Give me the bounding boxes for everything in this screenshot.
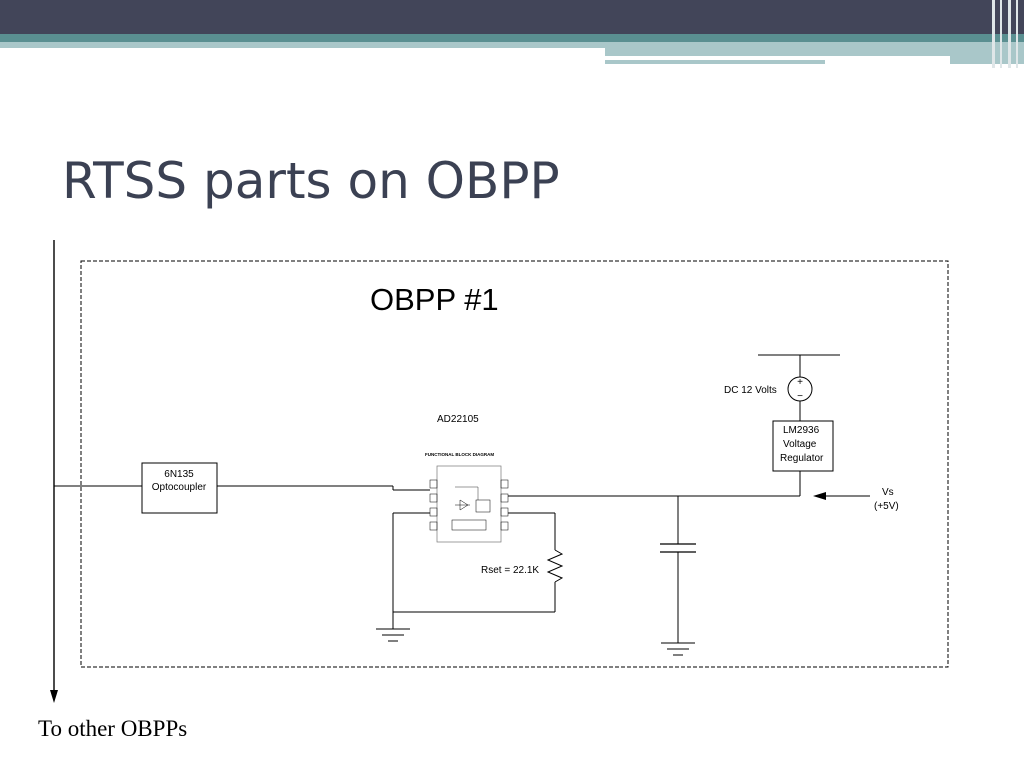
optocoupler-label: Optocoupler	[152, 482, 207, 493]
vs-label: Vs	[882, 487, 894, 498]
rset-resistor-icon	[546, 549, 564, 583]
board-boundary	[80, 260, 949, 668]
header-vertical-line	[1008, 0, 1011, 68]
regulator-label-2: Regulator	[780, 453, 824, 464]
chip-pin	[429, 479, 438, 489]
header-dark-band	[0, 0, 1024, 34]
dc-source-label: DC 12 Volts	[724, 385, 777, 396]
chip-pin	[429, 521, 438, 531]
chip-label: AD22105	[437, 414, 479, 425]
dc-source-minus: −	[797, 391, 803, 402]
voltage-regulator-box	[772, 420, 834, 472]
vs-voltage-label: (+5V)	[874, 501, 899, 512]
chip-pin	[500, 507, 509, 517]
chip-comparator-icon	[459, 499, 469, 511]
header-teal-band	[0, 34, 1024, 42]
vs-arrow-icon	[813, 492, 826, 500]
ground-icon	[661, 642, 695, 656]
optocoupler-box	[141, 462, 218, 514]
chip-pin	[500, 521, 509, 531]
regulator-part: LM2936	[783, 425, 820, 436]
dc-source-plus: +	[797, 377, 803, 388]
header-vertical-line	[1000, 0, 1002, 68]
ad22105-chip	[429, 465, 509, 543]
chip-pin	[429, 507, 438, 517]
chip-pin	[500, 493, 509, 503]
header-light-band	[0, 42, 605, 48]
board-title: OBPP #1	[370, 282, 499, 317]
rset-label: Rset = 22.1K	[481, 565, 539, 576]
header-vertical-line	[992, 0, 995, 68]
regulator-label-1: Voltage	[783, 439, 817, 450]
chip-package	[436, 465, 502, 543]
header-white-stripe	[605, 56, 950, 60]
chip-temperature-sensor-block	[451, 519, 487, 531]
header-decoration	[0, 0, 1024, 68]
ground-icon	[376, 628, 410, 642]
optocoupler-part: 6N135	[164, 469, 194, 480]
header-vertical-line	[1016, 0, 1018, 68]
header-white-stripe-2	[825, 60, 950, 64]
chip-pin	[500, 479, 509, 489]
chip-caption: FUNCTIONAL BLOCK DIAGRAM	[425, 452, 494, 457]
bus-arrow-icon	[50, 690, 58, 703]
footer-note: To other OBPPs	[38, 716, 188, 741]
chip-pin	[429, 493, 438, 503]
slide-title: RTSS parts on OBPP	[62, 152, 560, 210]
chip-setpoint-block	[475, 499, 491, 513]
